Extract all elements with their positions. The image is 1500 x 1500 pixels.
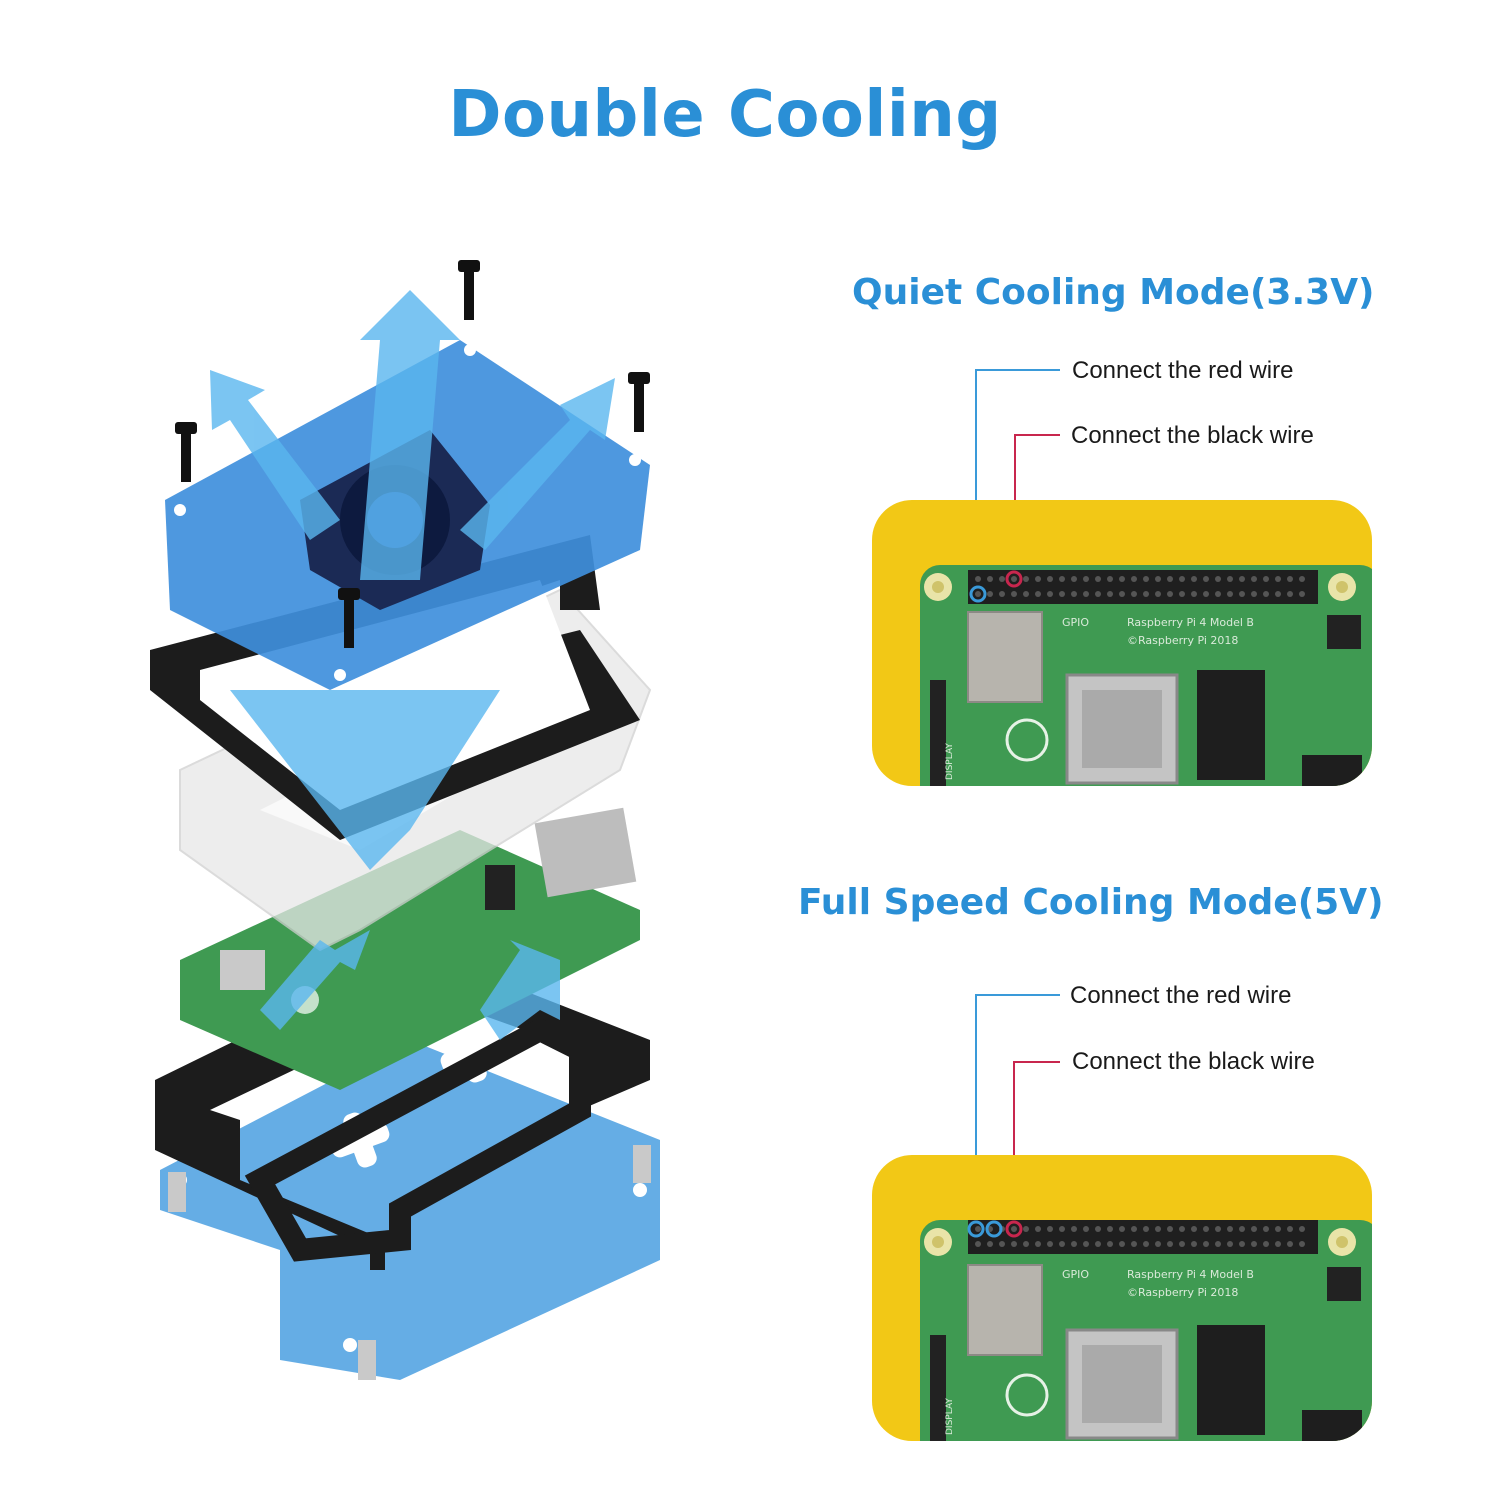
fullspeed-mode-title: Full Speed Cooling Mode(5V) (798, 882, 1384, 923)
standoffs (168, 1145, 651, 1380)
exploded-case-illustration (150, 260, 660, 1380)
model-label: Raspberry Pi 4 Model B (1127, 1268, 1254, 1281)
raspberry-logo-icon (1005, 1373, 1049, 1417)
gpio-label: GPIO (1062, 1268, 1089, 1281)
raspberry-logo-icon (1005, 718, 1049, 762)
quiet-board-panel: GPIO Raspberry Pi 4 Model B ©Raspberry P… (872, 500, 1372, 786)
airflow-arrows (210, 290, 615, 1040)
display-label: DISPLAY (945, 1398, 955, 1435)
quiet-mode-title: Quiet Cooling Mode(3.3V) (852, 272, 1375, 313)
quiet-black-wire-label: Connect the black wire (1071, 422, 1314, 449)
gpio-label: GPIO (1062, 616, 1089, 629)
quiet-board-image: GPIO Raspberry Pi 4 Model B ©Raspberry P… (920, 565, 1372, 786)
fullspeed-red-wire-label: Connect the red wire (1070, 982, 1292, 1009)
copyright-label: ©Raspberry Pi 2018 (1127, 634, 1238, 647)
page-title: Double Cooling (448, 78, 1002, 152)
fullspeed-board-panel: GPIO Raspberry Pi 4 Model B ©Raspberry P… (872, 1155, 1372, 1441)
model-label: Raspberry Pi 4 Model B (1127, 616, 1254, 629)
display-label: DISPLAY (945, 743, 955, 780)
fullspeed-board-image: GPIO Raspberry Pi 4 Model B ©Raspberry P… (920, 1220, 1372, 1441)
fullspeed-black-wire-label: Connect the black wire (1072, 1048, 1315, 1075)
screws (175, 260, 650, 648)
quiet-red-wire-label: Connect the red wire (1072, 357, 1294, 384)
copyright-label: ©Raspberry Pi 2018 (1127, 1286, 1238, 1299)
